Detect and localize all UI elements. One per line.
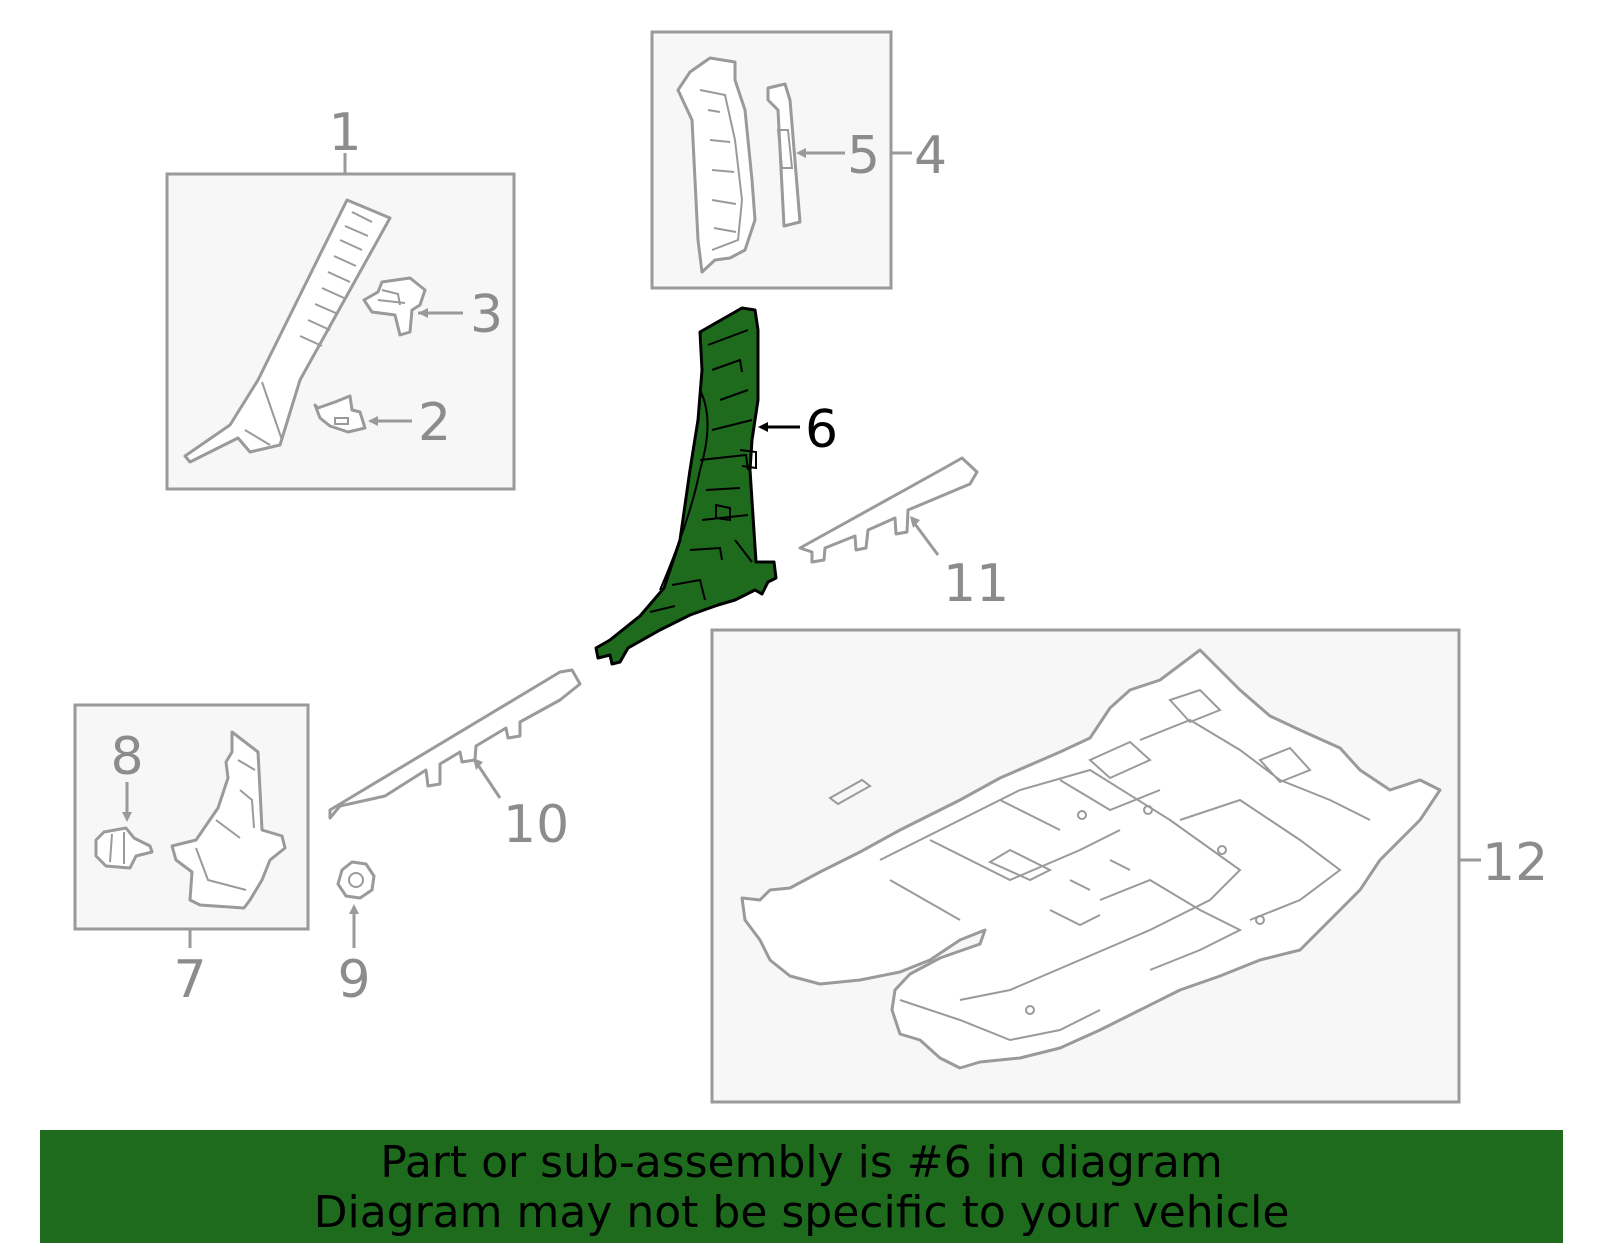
part-group-11: 11 — [798, 456, 1009, 614]
leader-10 — [474, 761, 502, 799]
part-4-detail — [699, 89, 744, 251]
arrowhead-9 — [349, 904, 359, 914]
banner-line-1: Part or sub-assembly is #6 in diagram — [380, 1137, 1223, 1188]
part-12-hole-d — [1025, 1005, 1035, 1015]
part-5-detail — [776, 129, 794, 169]
part-1-edge — [244, 381, 283, 446]
part-12-small-plate — [828, 778, 872, 806]
callout-12[interactable]: 12 — [1482, 833, 1548, 893]
arrowhead-11 — [910, 516, 920, 528]
arrowhead-10 — [473, 758, 483, 770]
part-9-nut[interactable] — [336, 860, 376, 900]
part-12-panel-lines — [879, 688, 1371, 1042]
part-2-clip[interactable] — [313, 394, 367, 434]
arrowhead-6 — [758, 422, 768, 432]
callout-11[interactable]: 11 — [943, 554, 1009, 614]
callout-2[interactable]: 2 — [418, 393, 451, 453]
part-3-detail — [377, 289, 406, 306]
callout-7[interactable]: 7 — [173, 950, 206, 1010]
part-group-6: 6 — [594, 306, 838, 666]
callout-5[interactable]: 5 — [847, 126, 880, 186]
part-7-side-trim[interactable] — [170, 730, 287, 910]
callout-4[interactable]: 4 — [914, 126, 947, 186]
callout-8[interactable]: 8 — [110, 727, 143, 787]
part-12-floor-carpet[interactable] — [740, 648, 1442, 1070]
arrowhead-2 — [368, 416, 378, 426]
part-2-slot — [334, 417, 349, 425]
part-3-clip[interactable] — [362, 276, 427, 337]
part-4-upper-pillar-trim[interactable] — [676, 56, 757, 274]
part-7-detail — [195, 759, 256, 891]
part-group-4: 5 4 — [650, 30, 947, 290]
arrowhead-8 — [122, 812, 132, 822]
part-5-strip[interactable] — [766, 82, 802, 228]
part-1-a-pillar-trim[interactable] — [183, 198, 392, 464]
part-6-b-pillar-trim[interactable] — [594, 306, 778, 666]
part-group-9: 9 — [336, 860, 376, 1010]
arrowhead-3 — [418, 308, 428, 318]
callout-9[interactable]: 9 — [337, 950, 370, 1010]
part-9-hole — [348, 872, 364, 888]
part-group-12: 12 — [710, 628, 1548, 1104]
callout-1[interactable]: 1 — [328, 103, 361, 163]
part-group-7: 8 7 — [73, 703, 310, 1010]
info-banner: Part or sub-assembly is #6 in diagram Di… — [40, 1130, 1563, 1243]
banner-line-2: Diagram may not be specific to your vehi… — [313, 1187, 1290, 1238]
part-11-scuff-plate[interactable] — [798, 456, 979, 564]
group-box-7 — [73, 703, 310, 931]
callout-6[interactable]: 6 — [805, 400, 838, 460]
part-12-hole-a — [1077, 810, 1087, 820]
part-12-hole-b — [1143, 805, 1153, 815]
part-8-detail — [109, 832, 125, 864]
part-group-10: 10 — [328, 668, 582, 855]
part-12-hole-c — [1217, 845, 1227, 855]
part-1-ribs — [299, 211, 373, 347]
callout-10[interactable]: 10 — [503, 795, 569, 855]
callout-3[interactable]: 3 — [470, 285, 503, 345]
part-6-detail — [649, 329, 757, 613]
leader-11 — [910, 519, 940, 556]
part-group-1: 1 3 2 — [165, 103, 516, 491]
arrowhead-5 — [796, 148, 806, 158]
part-12-hole-e — [1255, 915, 1265, 925]
